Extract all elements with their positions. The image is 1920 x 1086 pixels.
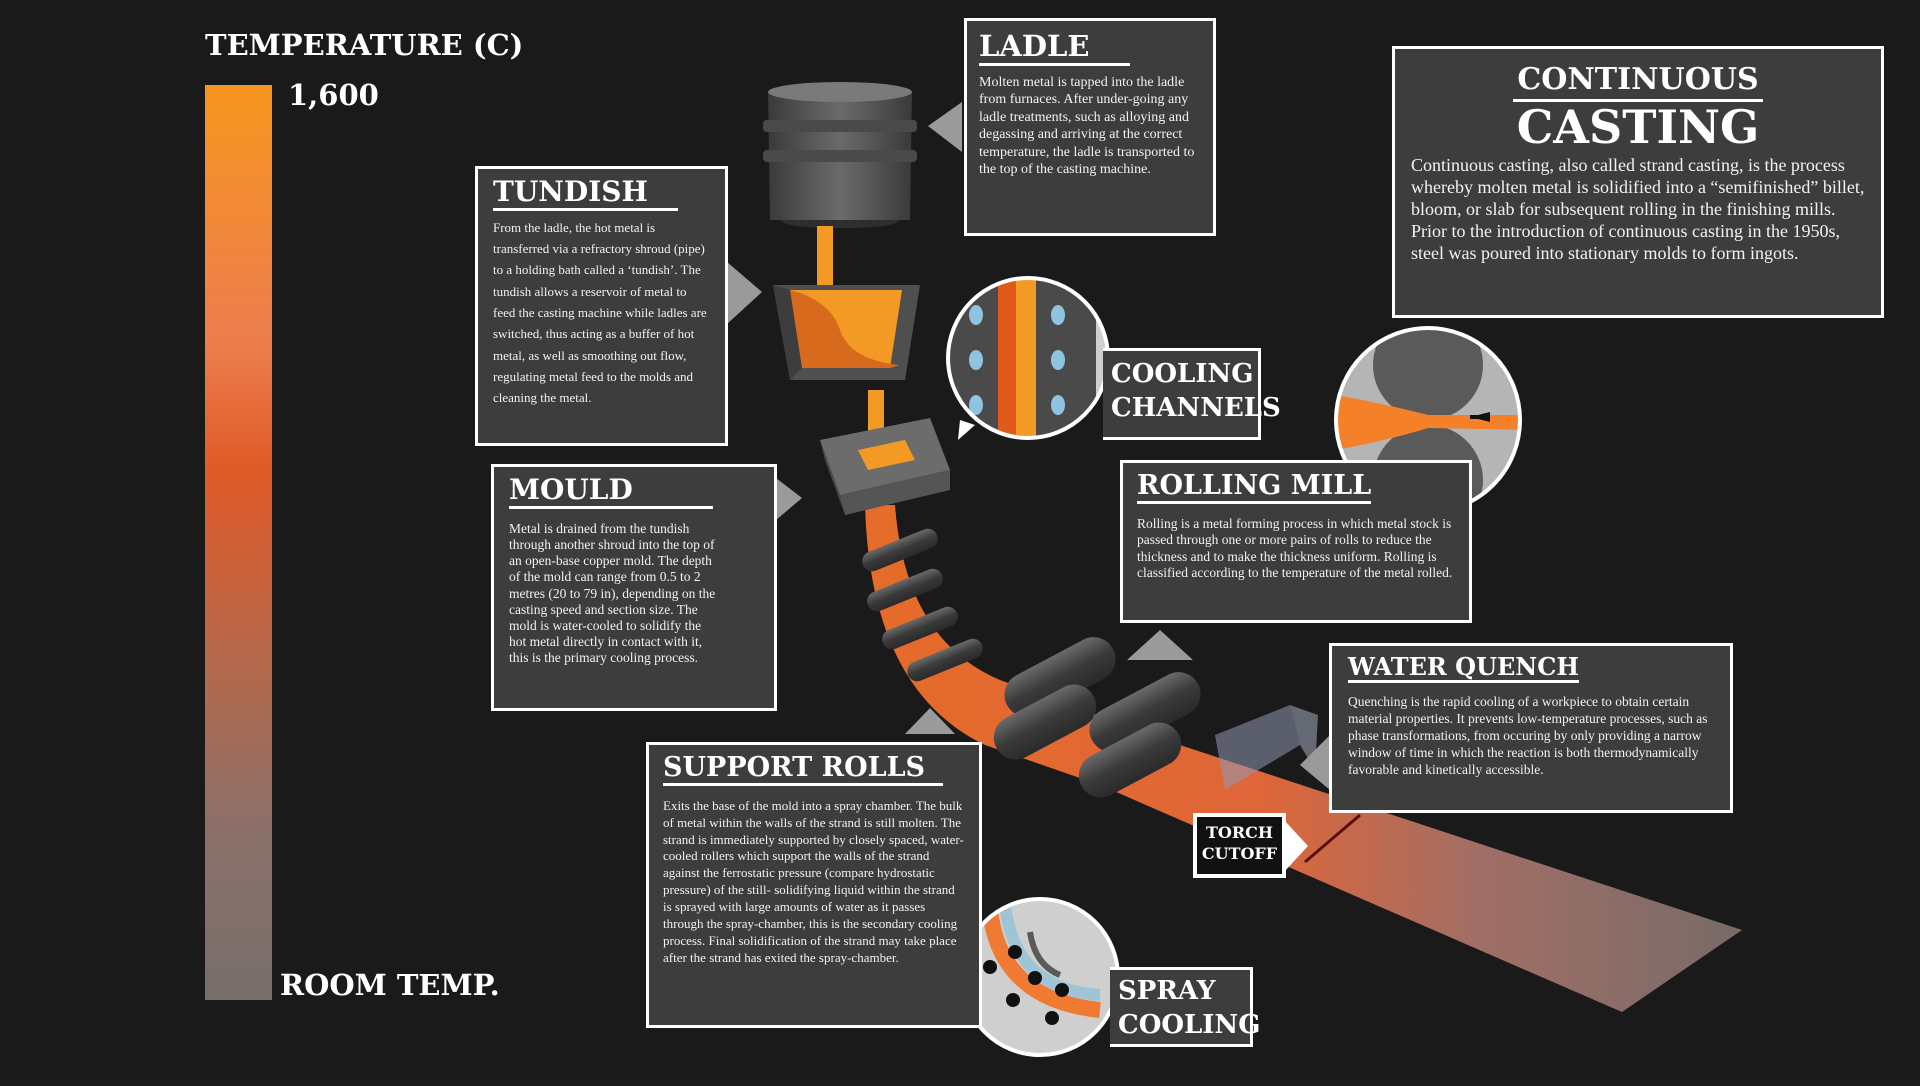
temperature-title: TEMPERATURE (C) xyxy=(205,28,524,62)
spray-cooling-line2: COOLING xyxy=(1118,1010,1261,1040)
mould-panel: MOULD Metal is drained from the tundish … xyxy=(491,464,777,711)
spray-cooling-label: SPRAY COOLING xyxy=(1110,967,1261,1047)
torch-pointer xyxy=(1284,820,1308,872)
spray-cooling-line1: SPRAY xyxy=(1118,976,1216,1006)
support-roll xyxy=(907,638,983,682)
cooling-channels-line2: CHANNELS xyxy=(1111,393,1281,423)
ladle-stream xyxy=(817,226,833,286)
strand xyxy=(865,505,1742,1012)
continuous-casting-panel: CONTINUOUS CASTING Continuous casting, a… xyxy=(1392,46,1884,318)
support-rolls-description: Exits the base of the mold into a spray … xyxy=(663,797,964,965)
support-roll xyxy=(867,568,943,612)
support-rolls-title: SUPPORT ROLLS xyxy=(663,753,944,786)
support-roll xyxy=(882,606,958,650)
water-quench-panel: WATER QUENCH Quenching is the rapid cool… xyxy=(1329,643,1733,813)
rolling-mill-title: ROLLING MILL xyxy=(1137,471,1372,504)
support-rolls xyxy=(862,528,983,682)
ladle-description: Molten metal is tapped into the ladle fr… xyxy=(979,74,1195,178)
continuous-casting-title-line2: CASTING xyxy=(1516,99,1760,154)
rolling-mill-panel: ROLLING MILL Rolling is a metal forming … xyxy=(1120,460,1472,623)
ladle-panel: LADLE Molten metal is tapped into the la… xyxy=(964,18,1216,236)
torch-cutoff-line1: TORCH xyxy=(1206,823,1273,842)
mould-block xyxy=(820,418,950,515)
cooling-channels-magnifier xyxy=(946,276,1110,440)
tundish-description: From the ladle, the hot metal is transfe… xyxy=(493,219,707,406)
water-quench-description: Quenching is the rapid cooling of a work… xyxy=(1348,694,1708,778)
continuous-casting-title-line1: CONTINUOUS xyxy=(1513,61,1763,102)
torch-cut-line xyxy=(1304,813,1361,864)
tundish-panel: TUNDISH From the ladle, the hot metal is… xyxy=(475,166,728,446)
mould-title: MOULD xyxy=(509,474,713,509)
rolling-mill-description: Rolling is a metal forming process in wh… xyxy=(1137,515,1453,581)
tundish-title: TUNDISH xyxy=(493,176,678,211)
temperature-max-label: 1,600 xyxy=(288,78,379,112)
support-rolls-panel: SUPPORT ROLLS Exits the base of the mold… xyxy=(646,742,982,1028)
torch-cutoff-line2: CUTOFF xyxy=(1201,844,1278,863)
ladle-title: LADLE xyxy=(979,30,1130,66)
support-roll xyxy=(862,528,938,572)
temperature-gradient-bar xyxy=(205,85,272,1000)
rolling-mill-magnifier xyxy=(1334,326,1522,514)
mould-description: Metal is drained from the tundish throug… xyxy=(509,520,716,666)
temperature-min-label: ROOM TEMP. xyxy=(280,968,500,1002)
torch-cutoff-label: TORCH CUTOFF xyxy=(1193,813,1286,878)
pointer-arrows xyxy=(727,102,1330,790)
rolling-mill-rolls xyxy=(993,637,1201,798)
tundish-vessel xyxy=(773,285,920,380)
cooling-channels-label: COOLING CHANNELS xyxy=(1103,348,1281,440)
ladle-vessel xyxy=(763,82,917,228)
continuous-casting-description: Continuous casting, also called strand c… xyxy=(1411,155,1865,264)
cooling-channels-line1: COOLING xyxy=(1111,359,1254,389)
water-quench-hood xyxy=(1215,705,1300,790)
water-quench-title: WATER QUENCH xyxy=(1348,653,1580,684)
spray-cooling-magnifier xyxy=(960,897,1120,1057)
